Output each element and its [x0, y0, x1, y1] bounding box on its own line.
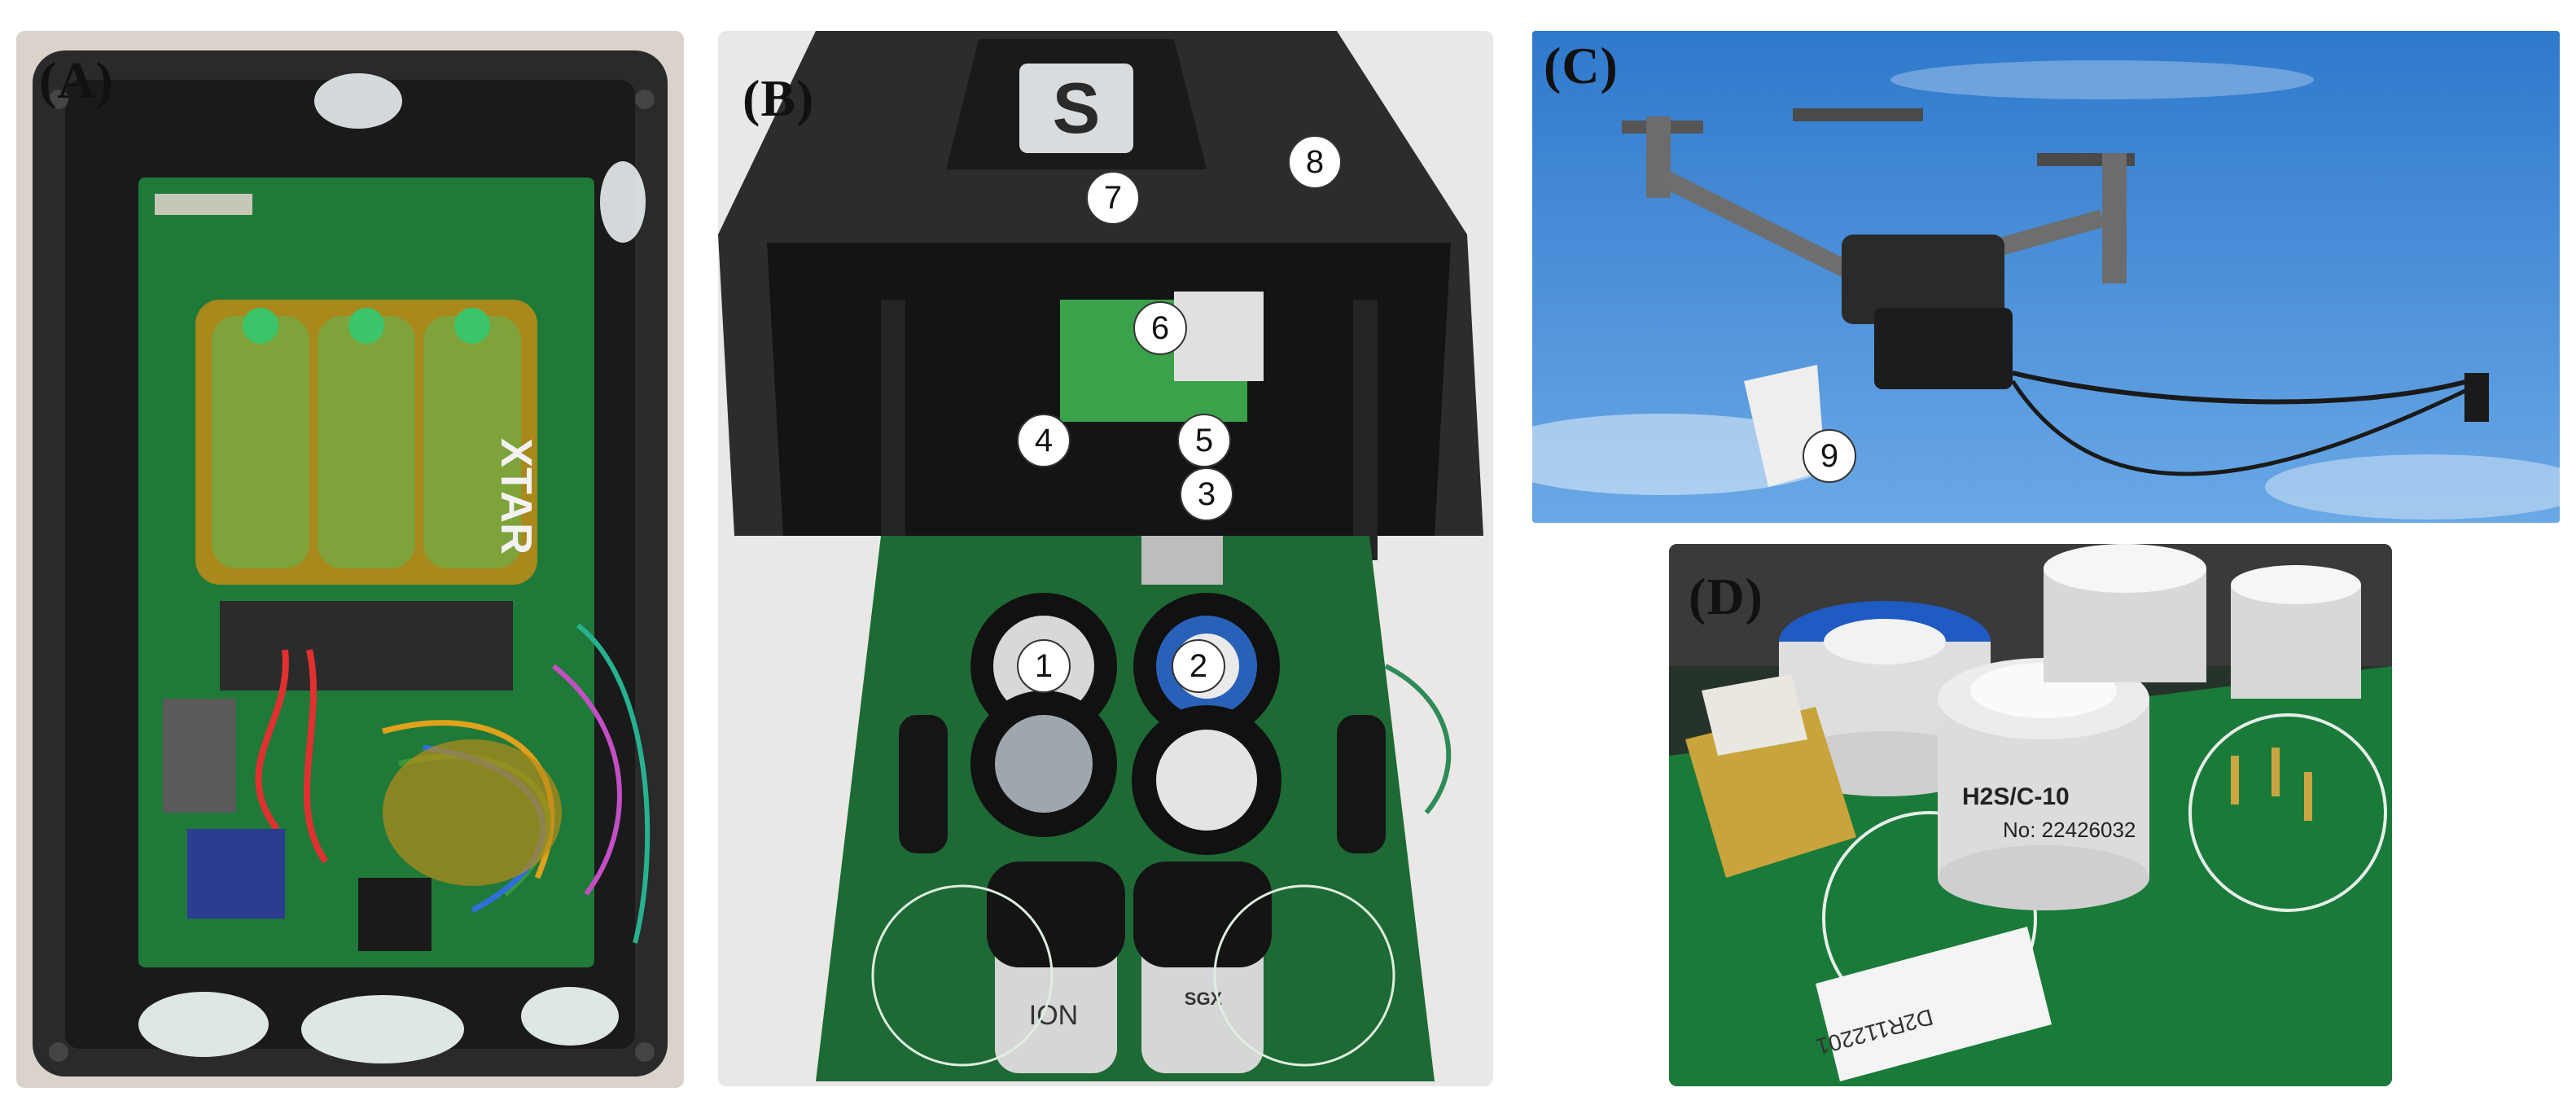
panel-c-photo: (C) 9	[1532, 31, 2560, 523]
marker-5: 5	[1177, 414, 1231, 467]
battery-brand-label: XTAR	[492, 438, 541, 555]
panel-b-sensor-housing-photo: S ION SGX	[718, 31, 1483, 1081]
marker-7: 7	[1086, 171, 1140, 225]
panel-a-enclosure-photo: XTAR	[33, 50, 668, 1076]
sensor-serial-text: No: 22426032	[2003, 818, 2136, 842]
marker-4: 4	[1017, 414, 1071, 467]
panel-b-label: (B)	[743, 69, 815, 127]
marker-2: 2	[1172, 639, 1225, 693]
marker-9: 9	[1803, 429, 1856, 483]
panel-c-drone-photo	[1532, 31, 2560, 523]
panel-b-photo: S ION SGX	[718, 31, 1493, 1086]
marker-3: 3	[1180, 467, 1233, 521]
panel-d-label: (D)	[1689, 568, 1763, 625]
lid-letter: S	[1053, 68, 1101, 148]
marker-8: 8	[1288, 135, 1342, 189]
panel-d-sensor-closeup-photo: H2S/C-10 No: 22426032 D2R112201	[1669, 544, 2392, 1086]
sensor-blank	[970, 691, 1117, 837]
marker-1: 1	[1017, 639, 1071, 693]
marker-6: 6	[1133, 301, 1187, 355]
panel-a-label: (A)	[39, 51, 114, 109]
panel-d-photo: H2S/C-10 No: 22426032 D2R112201 (D)	[1669, 544, 2392, 1086]
panel-a-photo: XTAR (A)	[16, 31, 684, 1088]
sensor-3	[1132, 705, 1281, 855]
panel-c-label: (C)	[1544, 37, 1619, 94]
sensor-model-text: H2S/C-10	[1962, 783, 2070, 810]
